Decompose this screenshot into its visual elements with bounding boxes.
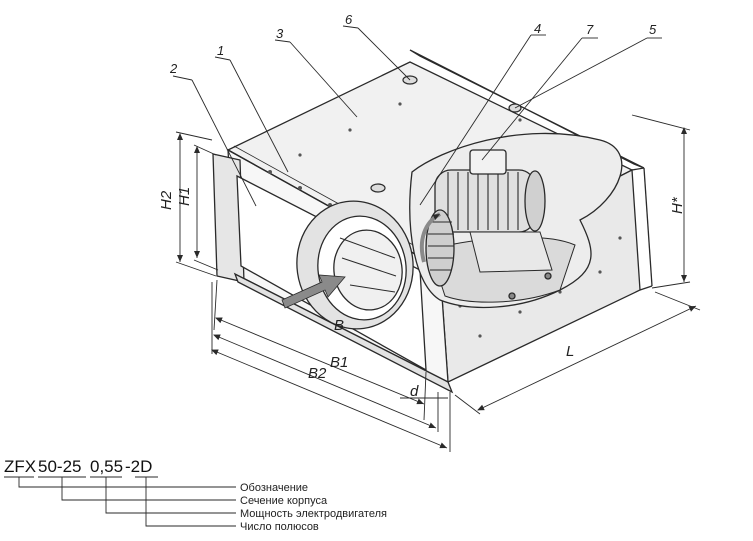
- dim-b1: B1: [330, 354, 348, 371]
- airflow-arrow: [281, 274, 346, 309]
- callout-1: 1: [217, 43, 224, 58]
- designation: ZFX 50-25 0,55 -2D Обозначение Сечение к…: [4, 457, 387, 533]
- terminal-box: [469, 149, 507, 175]
- callout-5: 5: [649, 22, 657, 37]
- rotation-arrow: [419, 212, 442, 263]
- designation-underlines: [4, 476, 236, 527]
- legend-poles: Число полюсов: [240, 521, 319, 533]
- dimension-lines: [175, 114, 701, 452]
- dim-d: d: [410, 383, 419, 400]
- dim-h2: H2: [158, 190, 175, 210]
- designation-power: 0,55: [90, 457, 123, 476]
- designation-prefix: ZFX: [4, 457, 36, 476]
- leader-lines: [172, 25, 662, 207]
- inlet-collar: [296, 200, 414, 330]
- callout-7: 7: [586, 22, 594, 37]
- legend-designation: Обозначение: [240, 482, 308, 494]
- dim-l: L: [566, 343, 574, 360]
- dim-h-star: H*: [669, 196, 686, 214]
- callout-4: 4: [534, 21, 541, 36]
- designation-section: 50-25: [38, 457, 81, 476]
- cutaway: [409, 132, 623, 309]
- callout-3: 3: [276, 26, 284, 41]
- dim-h1: H1: [176, 187, 193, 206]
- callout-6: 6: [345, 12, 353, 27]
- dim-b: B: [334, 317, 344, 334]
- designation-poles: -2D: [125, 457, 152, 476]
- callout-2: 2: [169, 61, 178, 76]
- dim-b2: B2: [308, 365, 327, 382]
- impeller: [425, 209, 455, 287]
- legend-section: Сечение корпуса: [240, 495, 328, 507]
- legend-motor-power: Мощность электродвигателя: [240, 508, 387, 520]
